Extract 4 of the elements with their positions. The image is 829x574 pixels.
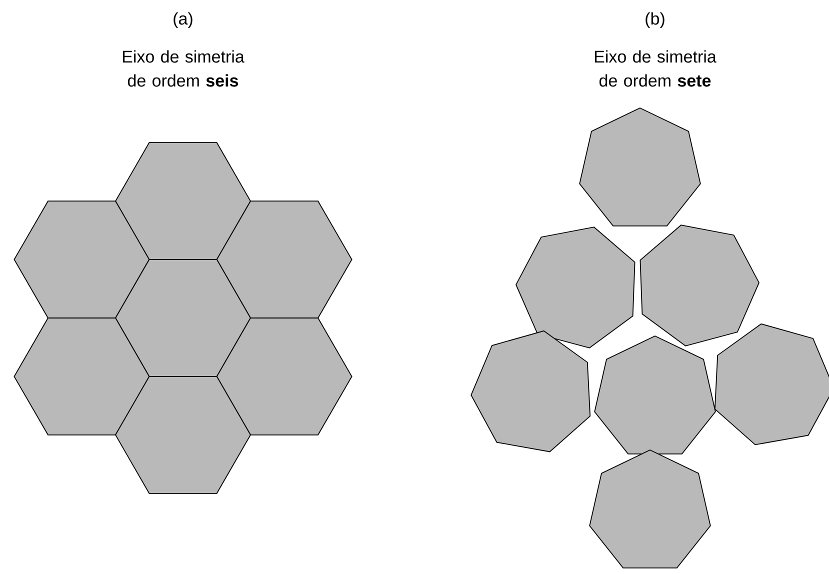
caption-text: Eixo de simetria de ordem sete [595, 50, 716, 87]
caption-text: (b) [646, 12, 664, 28]
caption-text: Eixo de simetria de ordem seis [123, 50, 244, 87]
caption-text: (a) [174, 12, 192, 28]
